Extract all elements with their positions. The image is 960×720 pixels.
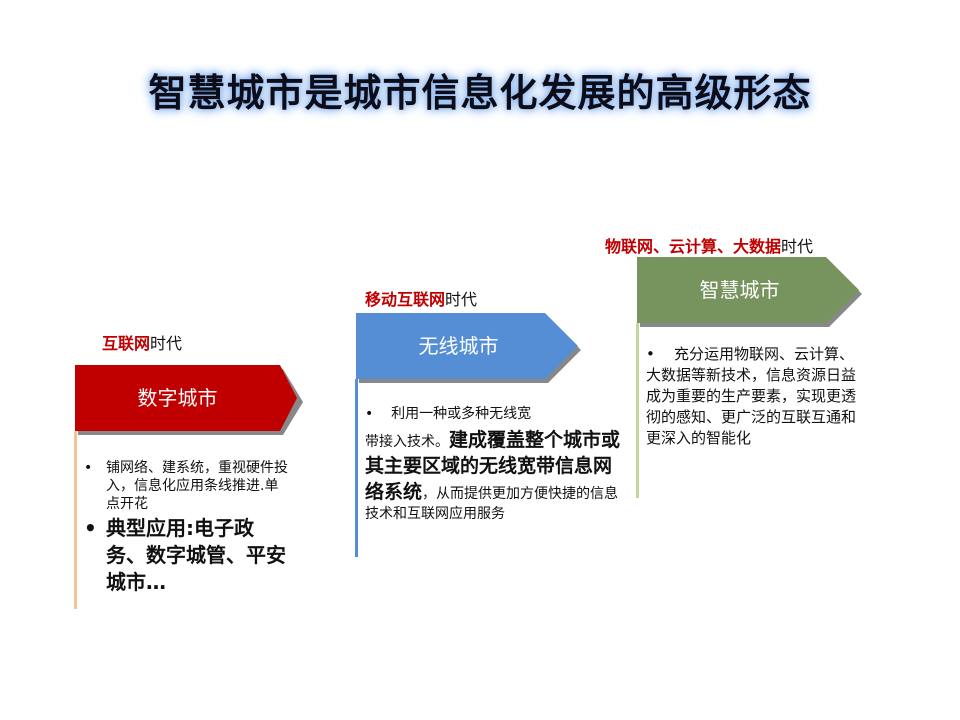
stage-divider-line — [355, 379, 358, 557]
bullet-icon: • — [84, 516, 97, 540]
highlight-text: 建成覆盖整个城市或其主要区域的无线宽带信息网络系统 — [365, 429, 621, 503]
stage-divider-line — [74, 431, 77, 609]
stage-arrow-digital-city: 数字城市 — [75, 365, 303, 435]
era-suffix: 时代 — [150, 334, 183, 353]
bullet-item: • 充分运用物联网、云计算、大数据等新技术，信息资源日益成为重要的生产要素，实现… — [646, 345, 857, 447]
bullet-icon: • — [84, 460, 93, 476]
slide-title: 智慧城市是城市信息化发展的高级形态 — [148, 71, 812, 115]
stage-description-wireless-city: • 利用一种或多种无线宽 带接入技术。建成覆盖整个城市或其主要区域的无线宽带信息… — [365, 406, 621, 522]
arrow-chevron-icon — [356, 313, 581, 383]
bullet-item: •铺网络、建系统，重视硬件投入，信息化应用条线推进.单点开花 — [84, 460, 288, 512]
bullet-item: • 利用一种或多种无线宽 — [365, 406, 532, 422]
stage-description-smart-city: • 充分运用物联网、云计算、大数据等新技术，信息资源日益成为重要的生产要素，实现… — [646, 344, 856, 449]
arrow-chevron-icon — [75, 365, 303, 435]
stage-name: 无线城市 — [418, 334, 499, 358]
bullet-icon: • — [365, 406, 374, 422]
era-suffix: 时代 — [781, 237, 814, 256]
stage-arrow-smart-city: 智慧城市 — [637, 257, 862, 327]
stage-divider-line — [636, 323, 639, 498]
era-highlight: 移动互联网 — [365, 290, 446, 309]
era-label-internet: 互联网时代 — [102, 330, 182, 354]
stage-name: 智慧城市 — [699, 278, 780, 302]
stage-description-digital-city: •铺网络、建系统，重视硬件投入，信息化应用条线推进.单点开花 •典型应用:电子政… — [82, 459, 292, 596]
era-suffix: 时代 — [445, 290, 478, 309]
era-highlight: 物联网、云计算、大数据 — [605, 237, 782, 256]
arrow-chevron-icon — [637, 257, 862, 327]
bullet-icon: • — [646, 345, 655, 363]
bullet-item: •典型应用:电子政务、数字城管、平安城市… — [84, 516, 286, 594]
stage-arrow-wireless-city: 无线城市 — [356, 313, 581, 383]
era-label-iot-cloud-bigdata: 物联网、云计算、大数据时代 — [605, 233, 813, 257]
stage-name: 数字城市 — [137, 386, 218, 410]
era-label-mobile-internet: 移动互联网时代 — [365, 286, 477, 310]
era-highlight: 互联网 — [102, 334, 151, 353]
